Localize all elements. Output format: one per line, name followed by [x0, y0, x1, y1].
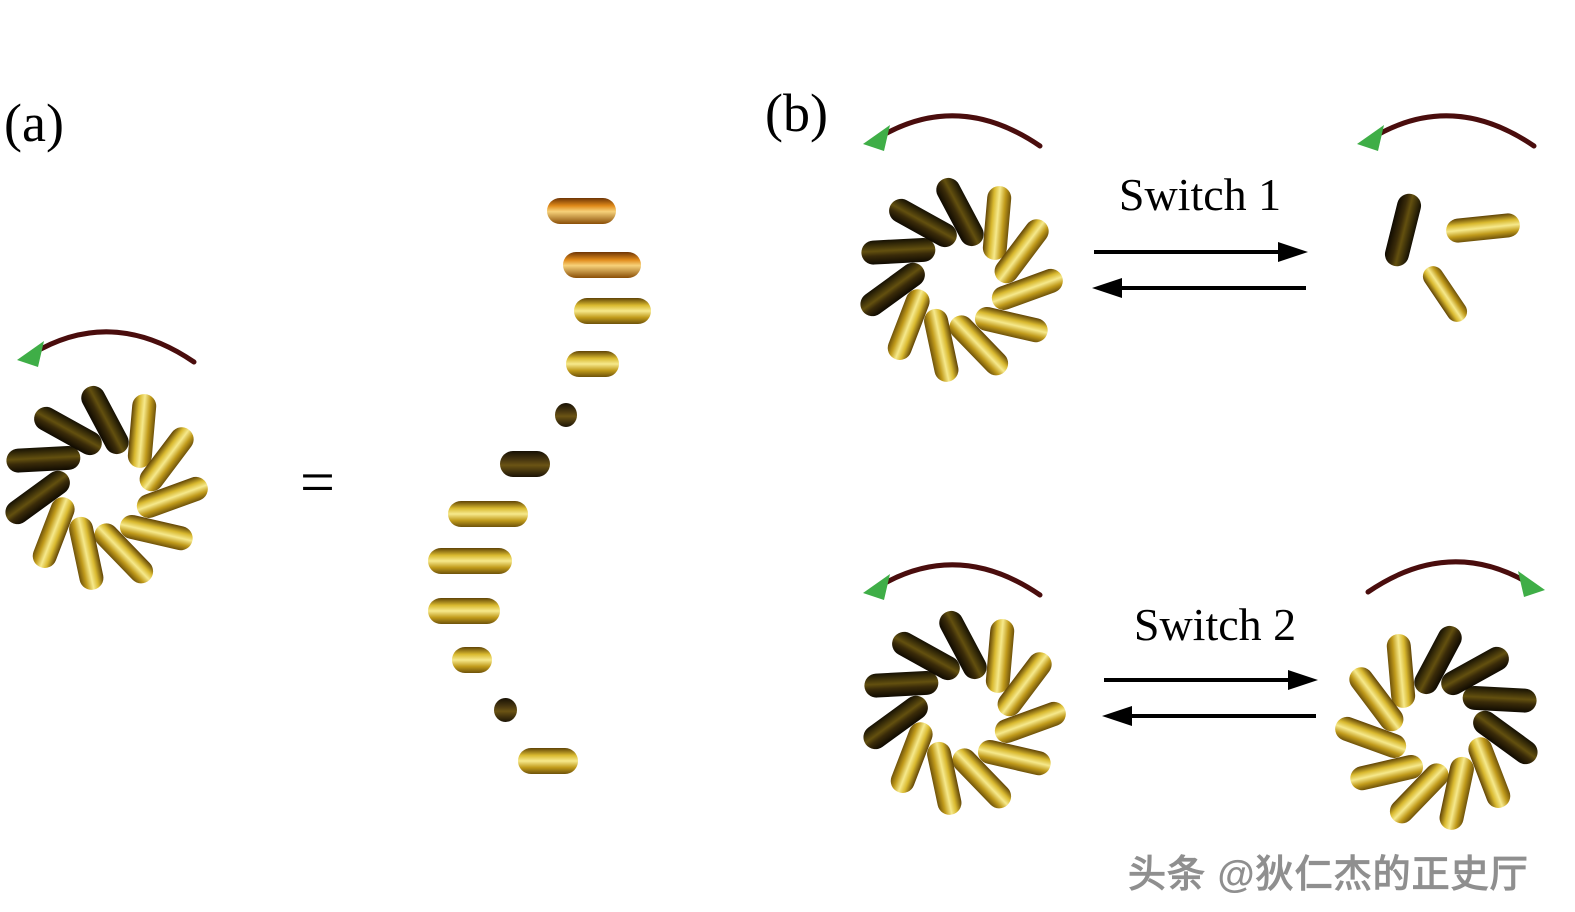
- watermark-text: 头条 @狄仁杰的正史厅: [1128, 854, 1529, 896]
- rotation-arrow-ccw-icon: [1352, 96, 1552, 161]
- disassembled-nanorods: [1382, 191, 1522, 326]
- equilibrium-arrows-icon: [1100, 668, 1320, 728]
- nanorod-rosette: [0, 378, 215, 598]
- switch-2-label: Switch 2: [1133, 599, 1297, 650]
- equilibrium-arrows-icon: [1090, 240, 1310, 300]
- rotation-arrow-ccw-icon: [858, 545, 1058, 610]
- nanorod-rosette: [853, 603, 1073, 823]
- rotation-arrow-cw-icon: [1350, 542, 1550, 607]
- equals-sign: =: [300, 449, 335, 517]
- nanorod-helix-stack: [428, 198, 651, 774]
- panel-b-label: (b): [765, 83, 828, 143]
- panel-a-label: (a): [4, 93, 64, 153]
- nanorod-rosette: [850, 170, 1070, 390]
- rotation-arrow-ccw-icon: [12, 312, 212, 377]
- rotation-arrow-ccw-icon: [858, 96, 1058, 161]
- switch-1-label: Switch 1: [1118, 169, 1282, 220]
- nanorod-rosette-mirrored: [1328, 618, 1548, 838]
